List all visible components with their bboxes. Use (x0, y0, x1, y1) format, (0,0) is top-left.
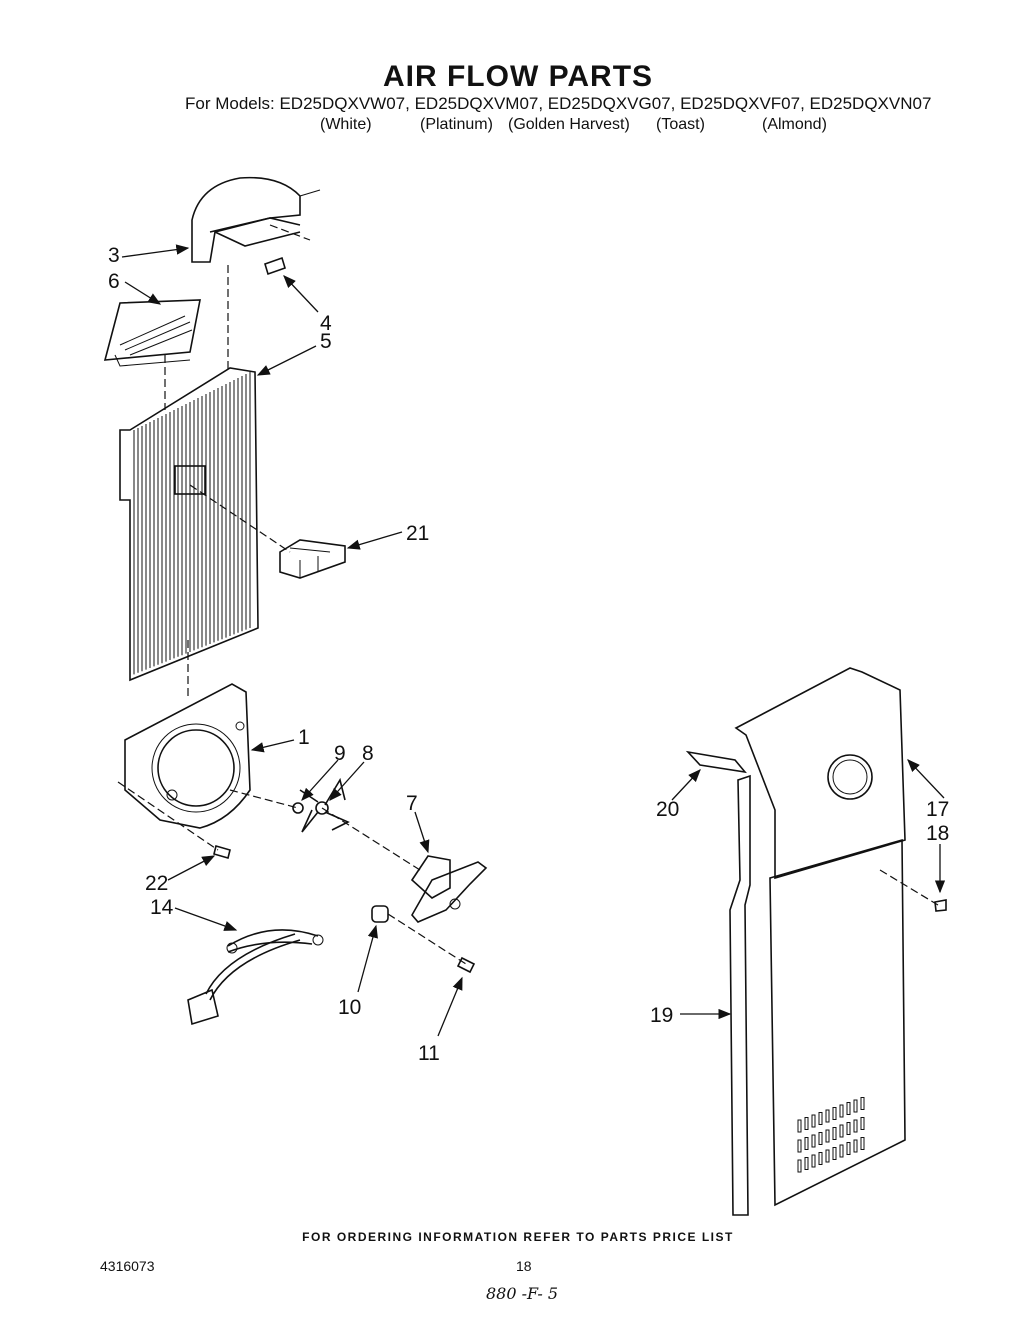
document-number: 4316073 (100, 1258, 155, 1274)
screw-22 (213, 845, 231, 859)
callout-labels: 3 6 4 5 21 1 9 8 7 22 14 10 11 20 17 18 … (108, 244, 949, 1065)
callout-10: 10 (338, 996, 361, 1019)
color-toast: (Toast) (656, 116, 705, 133)
callout-11: 11 (418, 1042, 440, 1065)
air-duct-cover (191, 176, 321, 263)
color-golden-harvest: (Golden Harvest) (508, 116, 630, 133)
side-trim (729, 774, 751, 1216)
page-number: 18 (516, 1258, 532, 1274)
callout-20: 20 (656, 798, 679, 821)
ordering-footer: FOR ORDERING INFORMATION REFER TO PARTS … (302, 1230, 734, 1244)
callout-8: 8 (362, 742, 374, 765)
grommet-10 (371, 905, 389, 923)
callout-19: 19 (650, 1004, 673, 1027)
callout-14: 14 (150, 896, 174, 919)
callout-1: 1 (298, 726, 310, 749)
callout-17: 17 (926, 798, 949, 821)
callout-4: 4 (320, 312, 332, 335)
screw-4 (264, 256, 286, 276)
callout-22: 22 (145, 872, 168, 895)
handwritten-note: 880 -F- 5 (486, 1284, 559, 1303)
callout-5: 5 (320, 330, 332, 353)
screw-18 (934, 899, 947, 912)
assembly-lines (117, 224, 939, 965)
color-platinum: (Platinum) (420, 116, 493, 133)
callout-arrows (121, 244, 946, 1037)
wire-harness (187, 929, 324, 1026)
rear-duct-panel (734, 667, 906, 1207)
page-title: AIR FLOW PARTS (382, 60, 654, 93)
gasket-strip (685, 750, 747, 774)
callout-6: 6 (108, 270, 120, 293)
air-grille (103, 299, 201, 367)
callout-3: 3 (108, 244, 120, 267)
color-almond: (Almond) (762, 116, 827, 133)
color-white: (White) (320, 116, 372, 133)
callout-9: 9 (334, 742, 346, 765)
evaporator-cover-panel (119, 367, 259, 682)
thermostat-block (279, 539, 346, 579)
callout-21: 21 (406, 522, 429, 545)
screw-11 (456, 956, 476, 974)
fan-blade (292, 777, 350, 833)
fan-motor (410, 855, 488, 923)
fan-shroud (124, 683, 251, 829)
callout-18: 18 (926, 822, 949, 845)
models-line: For Models: ED25DQXVW07, ED25DQXVM07, ED… (185, 94, 932, 113)
callout-7: 7 (406, 792, 418, 815)
